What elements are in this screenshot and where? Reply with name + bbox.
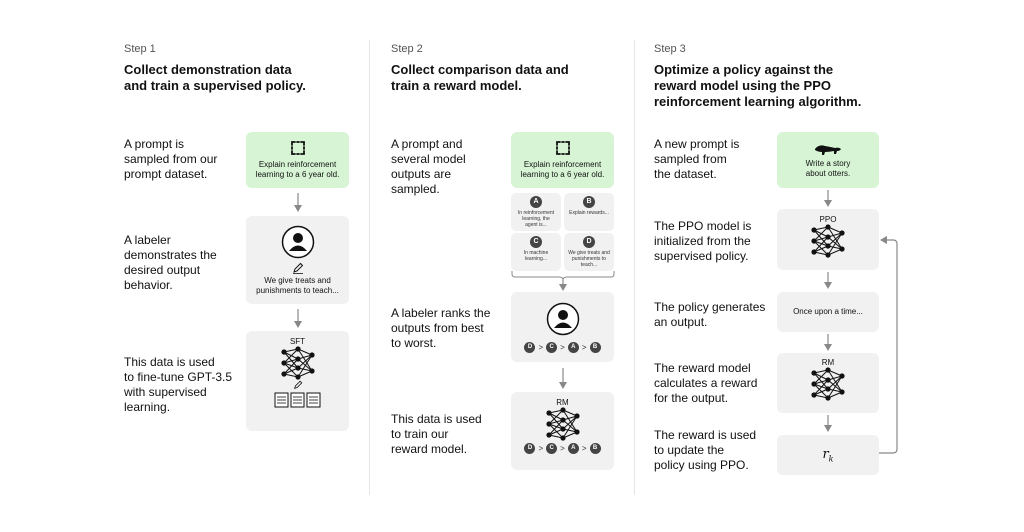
rank-item: D (524, 443, 536, 454)
step3-arrow-1 (824, 190, 832, 207)
ppo-label: PPO (819, 215, 837, 224)
step3-rm-box: RM (777, 353, 879, 413)
output-letter-b: B (583, 196, 595, 208)
step2-prompt-line1: Explain reinforcement (523, 160, 602, 169)
output-letter-a: A (530, 196, 542, 208)
rank-separator: > (560, 444, 565, 453)
step3-output-box: Once upon a time... (777, 292, 879, 332)
rm-label: RM (556, 398, 569, 407)
rank-separator: > (538, 444, 544, 453)
output-letter-d: D (583, 236, 595, 248)
step3-prompt-line2: about otters. (805, 168, 851, 178)
labeler-avatar-icon (546, 302, 579, 335)
reward-symbol: rk (822, 446, 834, 464)
step3-arrow-3 (824, 334, 832, 351)
otter-icon (815, 144, 841, 155)
output-card-b: B Explain rewards... (564, 193, 614, 231)
step3-ppo-box: PPO (777, 209, 879, 270)
step3-reward-box: rk (777, 435, 879, 475)
output-text-b: Explain rewards... (569, 210, 609, 216)
prompt-icon (555, 141, 570, 155)
column-divider-1 (369, 40, 370, 495)
step2-labeler-box: D > C > A > B (511, 292, 614, 362)
rank-item: A (567, 341, 579, 353)
step1-prompt-line2: learning to a 6 year old. (255, 170, 340, 179)
labeler-avatar-icon (281, 225, 314, 258)
step3-arrow-2 (824, 272, 832, 289)
documents-icon (274, 392, 320, 408)
rank-item: B (589, 341, 601, 353)
step1-prompt-box: Explain reinforcement learning to a 6 ye… (246, 132, 349, 188)
column-divider-2 (634, 40, 635, 495)
rank-separator: > (581, 342, 587, 352)
outputs-bracket (511, 271, 615, 291)
step1-label: Step 1 (124, 43, 156, 55)
step1-arrow-1 (294, 193, 302, 212)
step2-arrow-2 (559, 368, 567, 389)
step2-prompt-box: Explain reinforcement learning to a 6 ye… (511, 132, 614, 188)
rank-item: C (546, 341, 558, 353)
prompt-icon (290, 141, 305, 155)
rank-item: D (524, 341, 536, 353)
ranking-row: D > C > A > B (524, 443, 601, 454)
ranking-row: D > C > A > B (524, 341, 601, 353)
rank-separator: > (581, 444, 587, 453)
step3-label: Step 3 (654, 43, 686, 55)
rank-item: C (546, 443, 558, 454)
pencil-icon (292, 262, 303, 274)
pencil-icon (293, 380, 302, 389)
step1-demo-line1: We give treats and (264, 275, 331, 285)
rank-separator: > (538, 342, 544, 352)
rank-item: A (567, 443, 579, 454)
feedback-loop-arrow (879, 236, 898, 454)
rank-item: B (589, 443, 601, 454)
neural-network-icon (811, 224, 845, 258)
neural-network-icon (280, 346, 315, 380)
step3-prompt-box: Write a story about otters. (777, 132, 879, 188)
step3-prompt-line1: Write a story (805, 158, 851, 168)
sft-label: SFT (289, 337, 306, 346)
step2-rm-box: RM D > C > A > B (511, 392, 614, 470)
step2-prompt-line2: learning to a 6 year old. (520, 170, 605, 179)
neural-network-icon (811, 367, 845, 401)
output-letter-c: C (530, 236, 542, 248)
rm-label: RM (821, 358, 835, 367)
neural-network-icon (545, 407, 580, 441)
rank-separator: > (560, 342, 565, 352)
step1-prompt-line1: Explain reinforcement (258, 160, 337, 169)
policy-output-text: Once upon a time... (793, 307, 863, 316)
step1-arrow-2 (294, 309, 302, 328)
step1-labeler-box: We give treats and punishments to teach.… (246, 216, 349, 304)
step1-demo-line2: punishments to teach... (256, 285, 339, 295)
step3-arrow-4 (824, 415, 832, 432)
step1-sft-box: SFT (246, 331, 349, 431)
step2-label: Step 2 (391, 43, 423, 55)
